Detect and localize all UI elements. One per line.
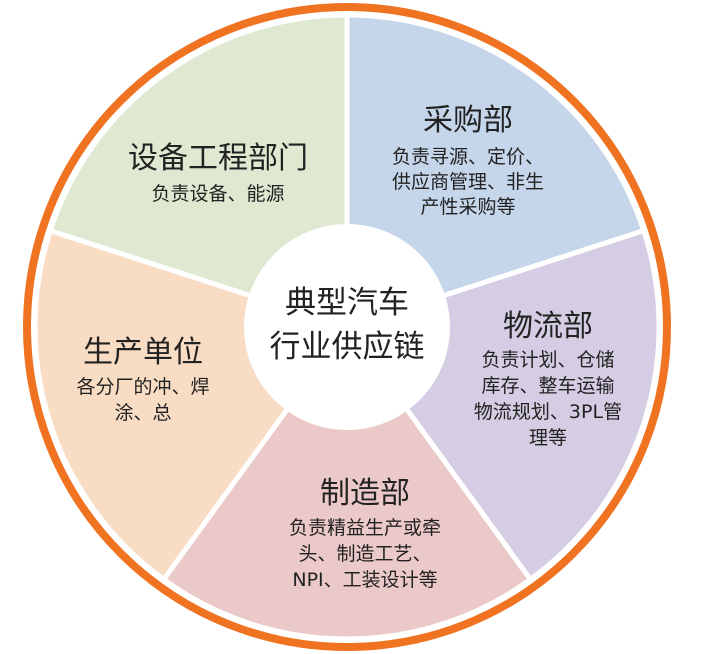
center-title-line-2: 行业供应链 <box>270 329 425 365</box>
logistics-desc-line-4: 理等 <box>529 427 567 449</box>
manufacturing-title: 制造部 <box>320 476 410 511</box>
equipment-title: 设备工程部门 <box>128 141 308 176</box>
center-title-line-1: 典型汽车 <box>285 285 409 321</box>
center-hub <box>244 224 450 430</box>
procurement-desc-line-2: 供应商管理、非生 <box>392 171 544 193</box>
logistics-desc-line-1: 负责计划、仓储 <box>481 349 614 371</box>
logistics-desc-line-2: 库存、整车运输 <box>481 375 614 397</box>
manufacturing-desc-line-2: 头、制造工艺、 <box>298 543 431 565</box>
manufacturing-desc-line-3: NPI、工装设计等 <box>292 569 437 591</box>
segment-equipment <box>47 12 350 330</box>
equipment-desc-line-1: 负责设备、能源 <box>151 183 284 205</box>
manufacturing-desc-line-1: 负责精益生产或牵 <box>289 517 441 539</box>
production-desc-line-2: 涂、总 <box>114 402 171 424</box>
logistics-title: 物流部 <box>503 309 593 344</box>
segment-manufacturing <box>161 324 533 642</box>
production-title: 生产单位 <box>83 335 203 370</box>
procurement-title: 采购部 <box>423 103 513 138</box>
segment-procurement <box>344 12 647 330</box>
logistics-desc-line-3: 物流规划、3PL管 <box>474 401 622 423</box>
procurement-desc-line-1: 负责寻源、定价、 <box>392 146 544 168</box>
outer-ring <box>23 3 671 651</box>
production-desc-line-1: 各分厂的冲、焊 <box>76 376 209 398</box>
procurement-desc-line-3: 产性采购等 <box>420 196 515 218</box>
